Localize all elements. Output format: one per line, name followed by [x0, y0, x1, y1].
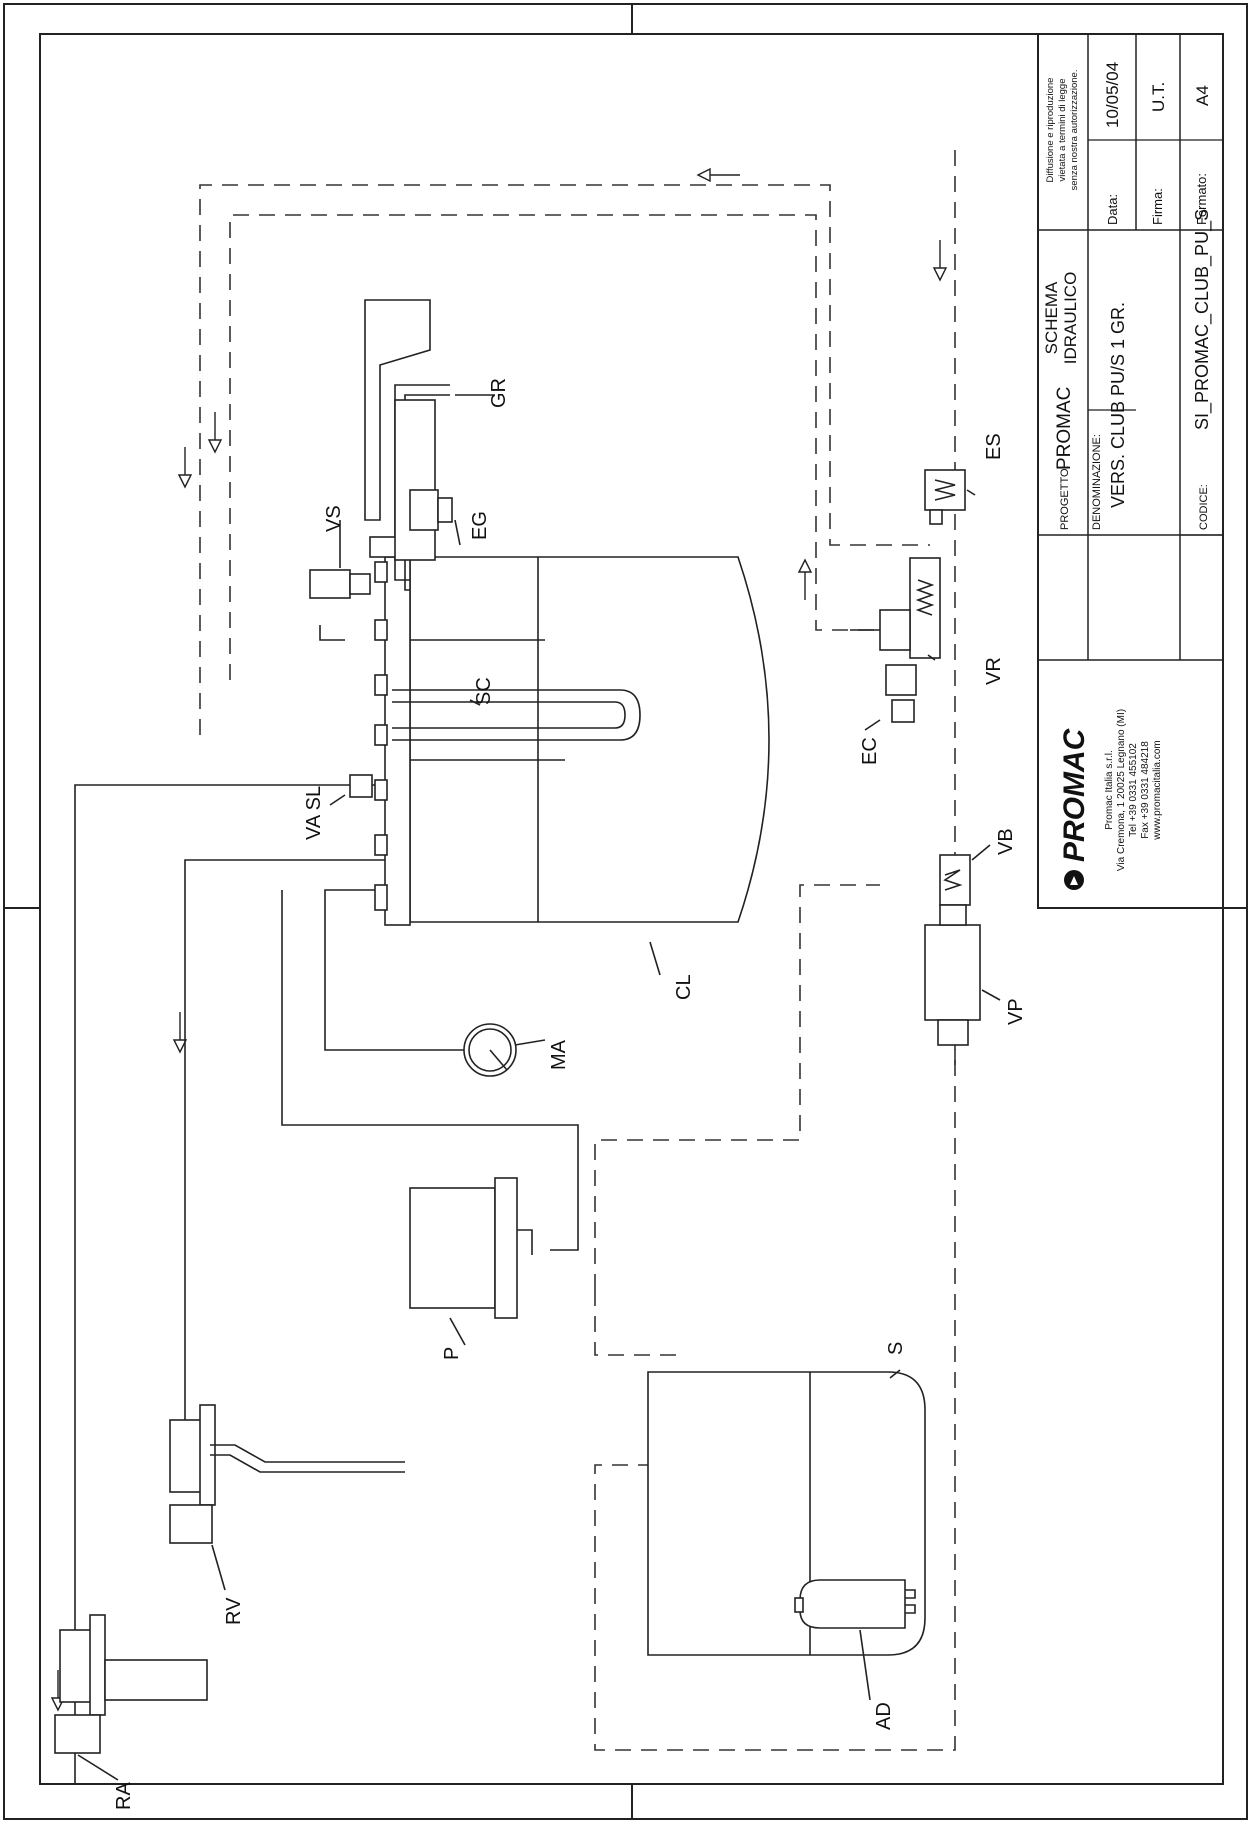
arrow-icon [696, 167, 740, 183]
solenoid-ec [885, 664, 917, 723]
address-line-4: Fax +39 0331 484218 [1140, 741, 1151, 839]
valve-ra [54, 1614, 208, 1754]
label-vp: VP [1005, 998, 1027, 1025]
pressostat-p [409, 1177, 533, 1319]
copyright-line-1: Diffusione e riproduzione [1045, 78, 1056, 183]
copyright-line-3: senza nostra autorizzazione. [1069, 70, 1080, 191]
firma-value: U.T. [1149, 82, 1168, 112]
promac-logo: PROMAC [1058, 727, 1091, 890]
valve-es [924, 469, 966, 525]
copyright-line-2: vietata a termini di legge [1057, 79, 1068, 182]
label-rv: RV [223, 1597, 245, 1625]
arrow-icon [207, 412, 223, 454]
float-ad [794, 1579, 916, 1629]
data-value: 10/05/04 [1103, 62, 1122, 128]
label-sc: SC [473, 677, 495, 705]
label-ad: AD [873, 1702, 895, 1730]
label-va-sl: VA SL [303, 786, 325, 840]
group-gr [364, 299, 436, 561]
valve-vs [309, 569, 371, 599]
formato-label: Formato: [1194, 173, 1209, 225]
label-vr: VR [983, 657, 1005, 685]
valve-va-sl [319, 625, 373, 798]
label-ma: MA [548, 1039, 570, 1070]
dashed-lines [199, 150, 956, 1751]
valve-vr [879, 557, 941, 659]
leader-lines [77, 394, 1001, 1781]
address-line-3: Tel +39 0331 455102 [1128, 743, 1139, 837]
label-eg: EG [469, 511, 491, 540]
arrow-icon [932, 240, 948, 282]
arrow-icon [177, 447, 193, 489]
codice-label: CODICE: [1198, 484, 1210, 530]
label-vb: VB [995, 828, 1017, 855]
label-vs: VS [323, 505, 345, 532]
arrow-icon [50, 1670, 66, 1712]
sheet-outer-border [3, 3, 1248, 1820]
denominazione-value: VERS. CLUB PU/S 1 GR. [1108, 302, 1128, 508]
denominazione-label: DENOMINAZIONE: [1091, 434, 1103, 530]
label-gr: GR [488, 378, 510, 408]
logo-text: PROMAC [1058, 727, 1091, 862]
address-line-1: Promac Italia s.r.l. [1104, 750, 1115, 829]
firma-label: Firma: [1150, 188, 1165, 225]
part-labels: GR EG VS SC VA SL CL MA P S AD RV RA EC … [113, 378, 1027, 1810]
schema-line-1: SCHEMA [1042, 281, 1061, 354]
valve-rv [169, 1404, 405, 1544]
title-block: Diffusione e riproduzione vietata a term… [1037, 33, 1224, 909]
arrow-icon [172, 1012, 188, 1054]
progetto-label: PROGETTO: [1059, 465, 1071, 530]
address-line-2: Via Cremona, 1 20025 Legnano (MI) [1116, 709, 1127, 871]
manometer-ma [463, 1023, 517, 1077]
label-p: P [441, 1347, 463, 1360]
solenoid-eg [409, 489, 453, 531]
arrow-icon [797, 558, 813, 600]
address-line-5: www.promacitalia.com [1152, 740, 1163, 840]
label-cl: CL [673, 974, 695, 1000]
label-es: ES [983, 433, 1005, 460]
progetto-value: PROMAC [1054, 387, 1075, 470]
codice-value: SI_PROMAC_CLUB_PU_S [1192, 209, 1213, 430]
label-ec: EC [859, 737, 881, 765]
label-s: S [885, 1342, 907, 1355]
flow-arrows [50, 167, 948, 1712]
label-ra: RA [113, 1782, 135, 1810]
valve-vb [939, 854, 971, 906]
schema-line-2: IDRAULICO [1061, 272, 1080, 365]
formato-value: A4 [1193, 85, 1212, 106]
boiler-cl [374, 384, 770, 926]
pump-vp [924, 904, 981, 1046]
data-label: Data: [1105, 194, 1120, 225]
